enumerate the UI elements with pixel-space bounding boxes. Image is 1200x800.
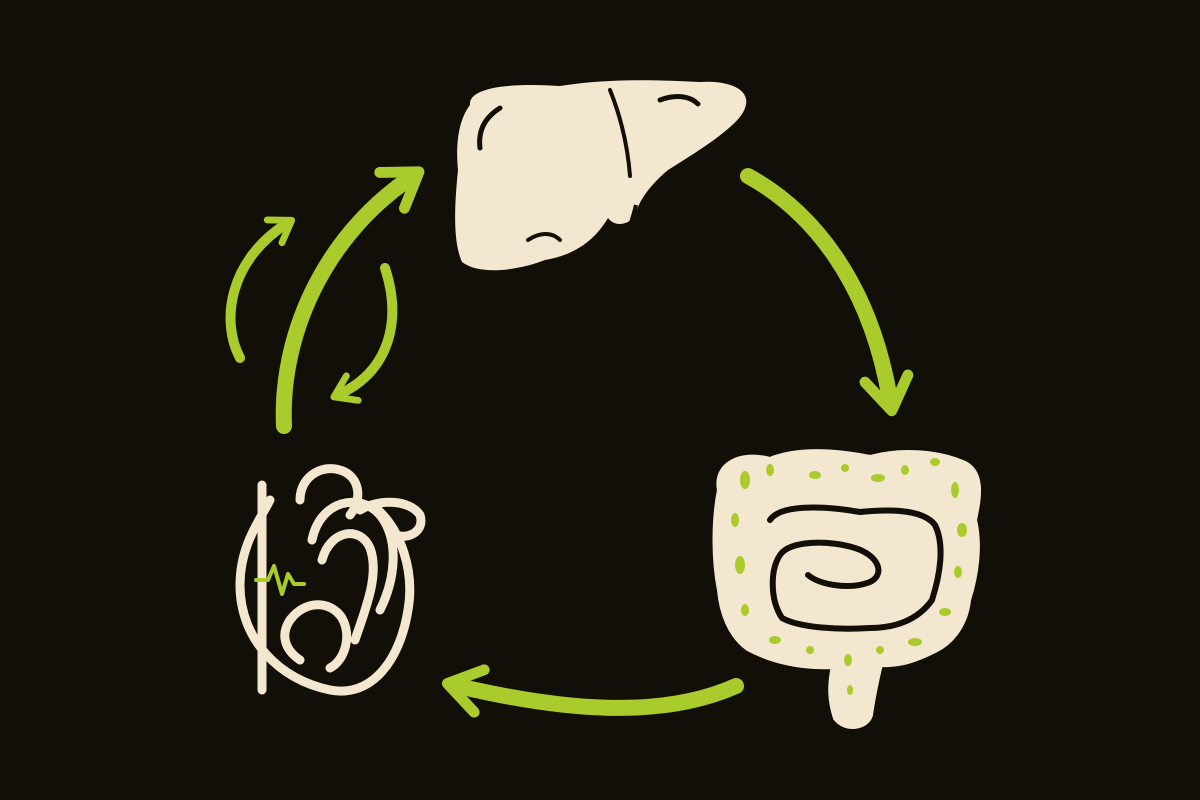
loop-arrow-up	[225, 216, 296, 363]
arrow-heart-to-liver	[275, 166, 425, 434]
heartbeat-pulse-icon	[254, 564, 306, 596]
arrow-intestines-to-heart	[441, 664, 744, 718]
arrow-liver-to-intestines	[740, 168, 914, 417]
loop-arrow-down	[330, 263, 398, 404]
heart-icon	[235, 464, 426, 696]
intestines-icon	[712, 449, 982, 729]
intestine-spots	[731, 458, 967, 695]
liver-icon	[455, 80, 747, 271]
